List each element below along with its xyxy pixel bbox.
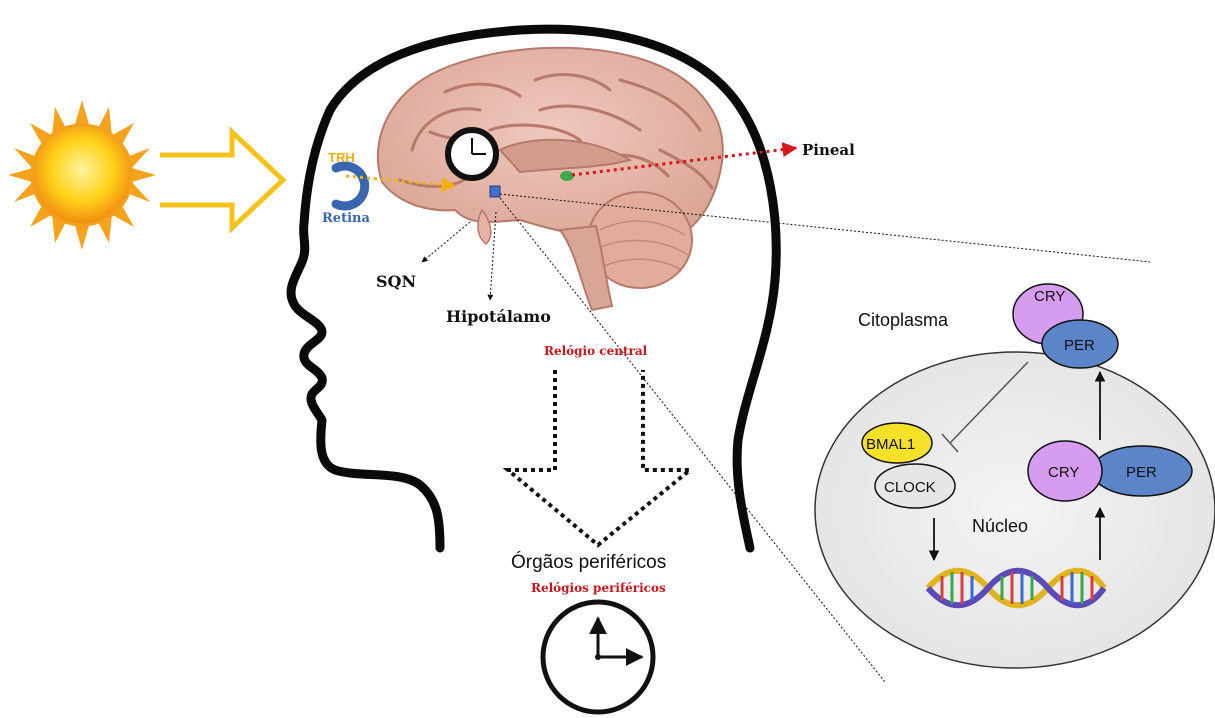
sqn-pointer <box>422 222 470 262</box>
label-trh: TRH <box>328 150 355 165</box>
label-sqn: SQN <box>376 272 416 291</box>
scn-marker <box>490 186 500 197</box>
label-pineal: Pineal <box>802 141 855 159</box>
cry-top-label: CRY <box>1034 288 1065 305</box>
nucleus <box>815 352 1215 668</box>
light-arrow <box>160 132 283 228</box>
cry-nucleus-label: CRY <box>1048 464 1079 481</box>
per-nucleus-label: PER <box>1126 464 1157 481</box>
pineal-gland <box>560 171 574 181</box>
hipotalamo-pointer <box>490 212 496 300</box>
central-to-peripheral-arrow <box>508 370 690 545</box>
clock-protein-label: CLOCK <box>884 479 936 496</box>
label-orgaos-perifericos: Órgãos periféricos <box>511 551 666 573</box>
brain-illustration <box>378 48 723 310</box>
label-retina: Retina <box>322 211 370 226</box>
per-top-label: PER <box>1064 337 1095 354</box>
peripheral-clock-icon <box>543 602 653 712</box>
label-relogios-perifericos: Relógios periféricos <box>531 581 666 595</box>
clock-icon <box>448 130 496 178</box>
retina-icon <box>336 166 365 206</box>
label-citoplasma: Citoplasma <box>858 310 949 330</box>
cell-panel: Citoplasma CRY PER CLOCK BMAL1 Núcleo PE… <box>815 284 1215 668</box>
bmal1-label: BMAL1 <box>866 436 915 453</box>
label-nucleo: Núcleo <box>972 516 1028 536</box>
sun-icon <box>8 100 156 250</box>
label-hipotalamo: Hipotálamo <box>446 307 551 326</box>
zoom-line-lower <box>500 198 885 682</box>
label-relogio-central: Relógio central <box>544 344 648 358</box>
